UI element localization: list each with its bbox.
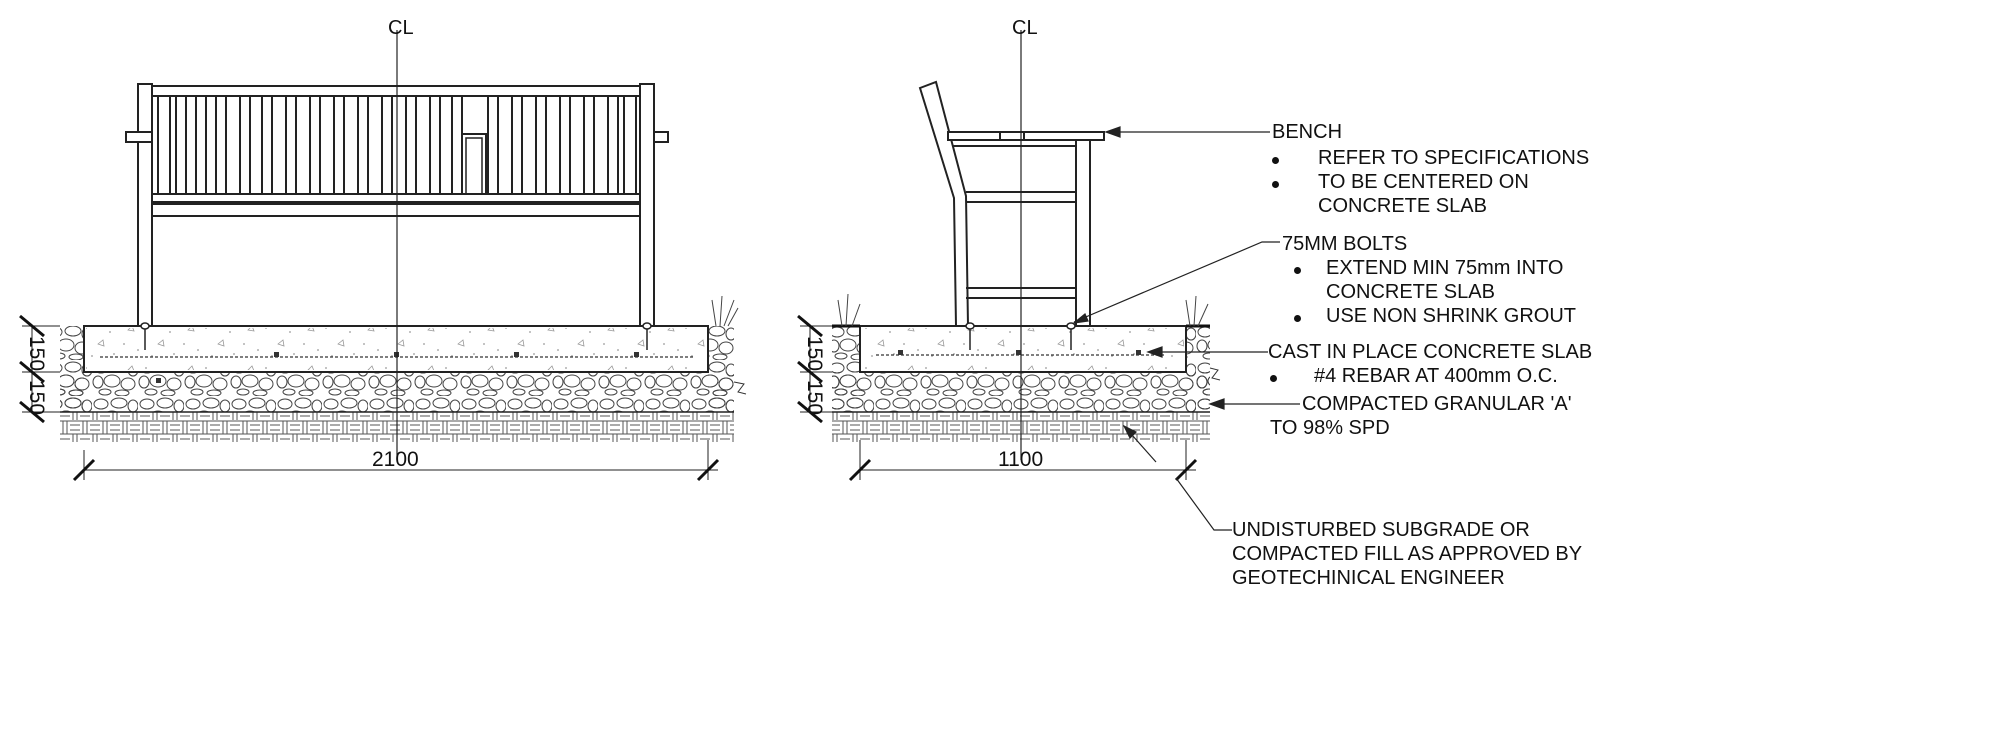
callout-bench-item: CONCRETE SLAB <box>1318 195 1487 217</box>
bullet <box>1270 375 1277 382</box>
dimension-width-section: 1100 <box>998 448 1044 471</box>
bench-seat-front <box>151 203 641 217</box>
leader-lines <box>1071 126 1300 531</box>
callout-subgrade-line2: COMPACTED FILL AS APPROVED BY <box>1232 543 1583 565</box>
callout-subgrade-line1: UNDISTURBED SUBGRADE OR <box>1232 519 1530 541</box>
bench-left-leg <box>137 83 153 327</box>
callout-granular-line2: TO 98% SPD <box>1270 417 1390 439</box>
callout-bolts-title: 75MM BOLTS <box>1282 233 1408 255</box>
dimension-width-front: 2100 <box>372 448 419 471</box>
bullet <box>1272 181 1279 188</box>
section-dimension-base-thickness: 150 <box>803 380 826 416</box>
centerline-label-front: CL <box>388 17 414 39</box>
right-anchor-bolt <box>642 322 652 330</box>
callout-bench-title: BENCH <box>1272 121 1343 143</box>
callout-subgrade-line3: GEOTECHINICAL ENGINEER <box>1232 567 1505 589</box>
callout-bolts-item: EXTEND MIN 75mm INTO <box>1326 257 1564 279</box>
section-dimension-slab-thickness: 150 <box>803 336 826 372</box>
side-section <box>797 30 1300 531</box>
front-elevation <box>19 30 747 482</box>
callout-slab-title: CAST IN PLACE CONCRETE SLAB <box>1268 341 1593 363</box>
bench-side-profile <box>918 80 1105 327</box>
callout-bench-item: REFER TO SPECIFICATIONS <box>1318 147 1590 169</box>
right-armrest <box>653 131 669 143</box>
bench-right-leg <box>639 83 655 327</box>
callout-bench-item: TO BE CENTERED ON <box>1318 171 1529 193</box>
dimension-base-thickness: 150 <box>25 380 48 416</box>
bullet <box>1294 315 1301 322</box>
bench-seat-rail <box>151 193 641 203</box>
centerline-label-section: CL <box>1012 17 1038 39</box>
bullet <box>1294 267 1301 274</box>
bench-top-rail <box>151 85 641 97</box>
callout-bolts-item: CONCRETE SLAB <box>1326 281 1495 303</box>
bullet <box>1272 157 1279 164</box>
callout-granular-title: COMPACTED GRANULAR 'A' <box>1302 393 1572 415</box>
callout-slab-item: #4 REBAR AT 400mm O.C. <box>1314 365 1558 387</box>
dimension-slab-thickness: 150 <box>25 336 48 372</box>
callout-bolts-item: USE NON SHRINK GROUT <box>1326 305 1577 327</box>
left-anchor-bolt <box>140 322 150 330</box>
left-armrest <box>125 131 153 143</box>
grass <box>711 295 739 327</box>
